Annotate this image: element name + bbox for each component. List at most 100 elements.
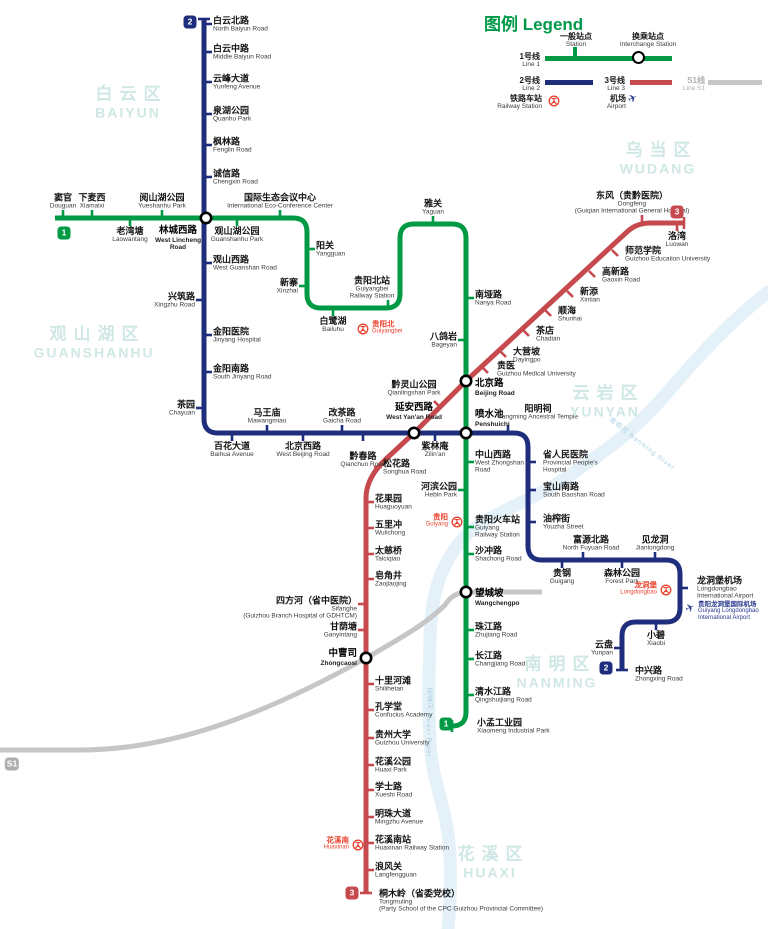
station-name-zh: 云峰大道 (213, 73, 250, 84)
station-name-en: North Baiyun Road (213, 25, 268, 33)
station-name-zh: 桐木岭（省委党校） (379, 888, 461, 899)
station-name-zh: 窦官 (53, 192, 73, 203)
station-name-en2: Road (475, 467, 491, 475)
station-name-zh: 金阳医院 (213, 326, 250, 337)
airport-name-zh: 贵阳龙洞堡国际机场 (698, 601, 757, 608)
station-name-zh: 北京西路 (284, 441, 322, 451)
station-name-en: Huaxi Park (375, 766, 407, 774)
airplane-icon: ✈ (683, 601, 697, 616)
legend-airport-label: 机场 Airport (606, 94, 626, 111)
station-name-zh: 贵钢 (552, 568, 572, 578)
legend-line3-label: 3号线 Line 3 (604, 76, 625, 93)
station-name-zh: 黔春路 (349, 451, 377, 461)
station-name-en: Guizhou Medical University (497, 370, 576, 378)
station-name-en: Yaguan (422, 208, 444, 216)
station-name-en: Guiyangbei (355, 285, 389, 293)
legend-line3-sample (630, 80, 672, 85)
station-tick (588, 270, 596, 278)
station-name-en: Gaoxin Road (602, 276, 640, 284)
station-name-zh: 甘荫塘 (329, 621, 357, 632)
line-number-badge: 3 (670, 205, 684, 219)
station-name-en: Ganyintang (323, 631, 357, 639)
station-name-en: Beijing Road (475, 389, 515, 397)
station-name-zh: 新添 (580, 286, 599, 297)
station-name-en: Guiyang (475, 524, 500, 532)
station-name-en: Zilin'an (424, 451, 446, 459)
station-name-zh: 省人民医院 (543, 449, 589, 460)
station-name-en: Confucius Academy (375, 711, 433, 719)
station-name-zh: 茶店 (536, 325, 555, 336)
station-name-en: Zhongxing Road (635, 675, 683, 683)
legend-title: 图例 Legend (484, 15, 584, 34)
legend-line2-label: 2号线 Line 2 (519, 76, 540, 93)
station-name-zh: 阅山湖公园 (139, 192, 185, 203)
station-name-zh: 白云北路 (213, 15, 250, 26)
district-name-en: BAIYUN (95, 104, 161, 121)
station-name-en: Guizhou University (375, 739, 430, 747)
station-name-en: Chayuan (168, 409, 195, 417)
station-name-zh: 见龙洞 (641, 534, 669, 545)
station-name-en: Xinzhai (276, 287, 298, 295)
station-name-zh: 贵医 (497, 360, 516, 371)
legend-s1-sample (708, 80, 762, 85)
station-name-zh: 十里河滩 (375, 675, 412, 686)
station-name-en: Dongfeng (617, 200, 647, 208)
legend-station: 一般站点 Station (560, 32, 592, 49)
station-name-zh: 花果园 (375, 493, 403, 504)
railway-name-zh: 贵阳 (433, 512, 448, 522)
station-name-zh: 改茶路 (328, 407, 356, 418)
station-name-zh: 白云中路 (213, 43, 250, 54)
station-name-en: Yangguan (316, 250, 346, 258)
legend-interchange: 换乘站点 Interchange Station (619, 32, 677, 49)
station-label: 东风（贵黔医院）Dongfeng(Guiqian International G… (575, 190, 690, 215)
station-name-zh: 茶园 (176, 399, 195, 410)
railway-name-zh: 贵阳北 (372, 319, 395, 329)
station-name-zh: 国际生态会议中心 (243, 192, 316, 203)
station-name-zh: 兴筑路 (167, 291, 195, 302)
station-name-en: North Fuyuan Road (562, 544, 620, 552)
station-name-en: Zaojiaojing (375, 580, 407, 588)
station-tick (522, 329, 530, 337)
station-name-en2: (Party School of the CPC Guizhou Provinc… (379, 906, 544, 914)
station-name-en: Qianlingshan Park (387, 389, 441, 397)
station-name-zh: 学士路 (375, 781, 403, 792)
station-name-en: Bailuhu (322, 326, 344, 334)
station-name-en: Dayingpo (513, 356, 541, 364)
station-name-en: Qingshuijiang Road (475, 696, 532, 704)
station-label: 桐木岭（省委党校）Tongmuling(Party School of the … (379, 889, 543, 914)
airport-name-en: Guiyang Longdongbao (698, 608, 759, 615)
line-number-badge: 2 (183, 15, 197, 29)
station-name-en: Penshuichi (475, 420, 510, 428)
station-name-zh: 宝山南路 (543, 481, 580, 492)
station-name-zh: 富源北路 (572, 534, 610, 545)
station-name-en: Wulichong (375, 529, 406, 537)
station-name-zh: 东风（贵黔医院） (595, 190, 669, 201)
station-name-en2: (Guiqian International General Hospital) (574, 207, 690, 215)
station-name-en: West Beijing Road (276, 451, 330, 459)
station-name-en: Jianlongdong (635, 544, 675, 552)
station-name-en: South Baoshan Road (543, 491, 605, 499)
station-name-en: Yueshanhu Park (138, 202, 186, 210)
